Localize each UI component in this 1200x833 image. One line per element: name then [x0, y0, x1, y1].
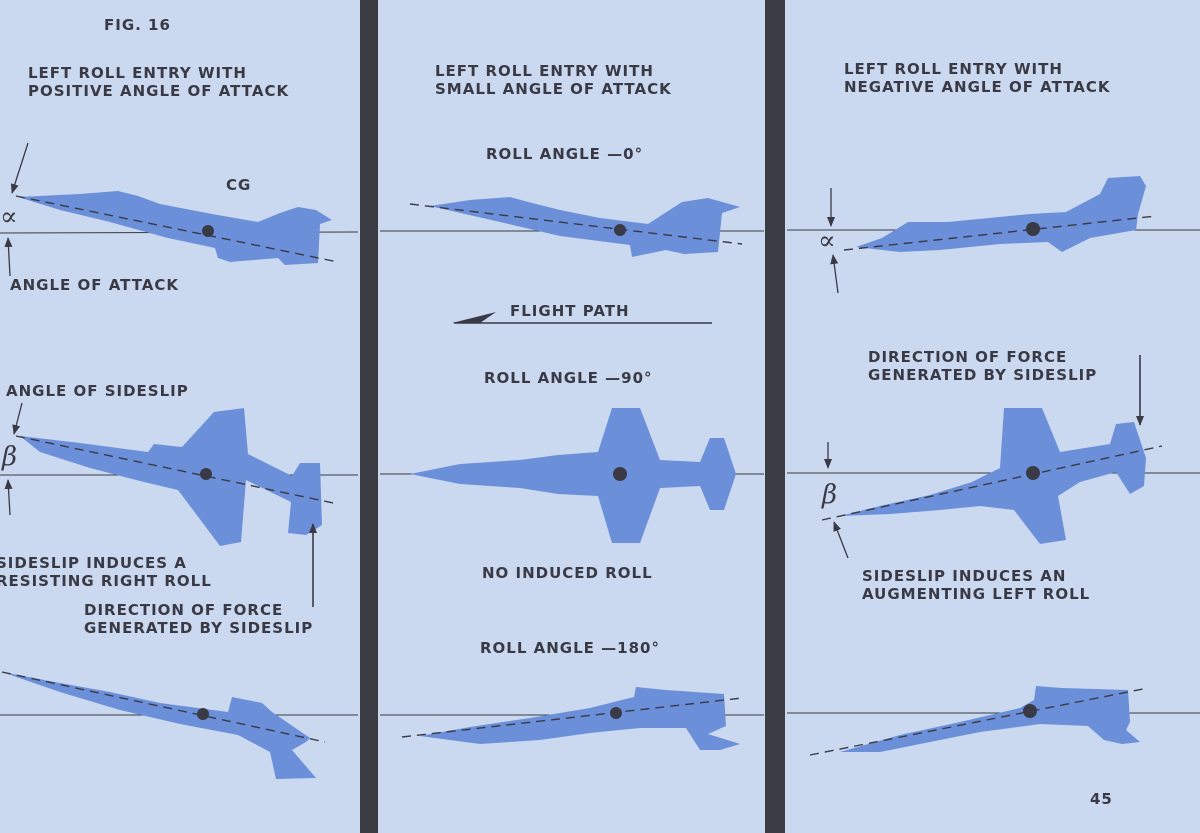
page-number: 45	[1090, 790, 1113, 808]
fuselage-axis-left-180	[1, 671, 326, 743]
cg-marker-center-90	[613, 467, 627, 481]
fuselage-axis-right-0	[843, 215, 1157, 251]
aircraft-side-view-left-0	[18, 191, 332, 265]
flight-path-label: FLIGHT PATH	[510, 302, 630, 320]
beta-symbol-right: β	[822, 480, 838, 510]
right-sideslip-effect: SIDESLIP INDUCES AN AUGMENTING LEFT ROLL	[862, 567, 1091, 603]
flight-path-arrowhead	[452, 312, 496, 323]
cg-marker-center-180	[610, 707, 622, 719]
angle-of-attack-label: ANGLE OF ATTACK	[10, 276, 180, 294]
aircraft-top-view-left-90	[20, 408, 322, 546]
cg-label: CG	[226, 176, 252, 194]
figure-label: FIG. 16	[104, 16, 171, 34]
cg-marker-left-0	[202, 225, 214, 237]
fuselage-axis-right-90	[821, 445, 1163, 521]
cg-marker-right-180	[1023, 704, 1037, 718]
roll-angle-0-label: ROLL ANGLE —0°	[486, 145, 644, 163]
angle-of-sideslip-label: ANGLE OF SIDESLIP	[6, 382, 189, 400]
fuselage-axis-center-180	[401, 697, 743, 738]
no-induced-roll-label: NO INDUCED ROLL	[482, 564, 653, 582]
aircraft-side-view-center-0	[430, 197, 740, 257]
alpha-arrow-top-left	[10, 142, 29, 194]
alpha-symbol-left: ∝	[0, 202, 18, 232]
aircraft-top-view-right-90	[840, 408, 1146, 544]
cg-marker-left-180	[197, 708, 209, 720]
roll-angle-90-label: ROLL ANGLE —90°	[484, 369, 653, 387]
aircraft-side-view-center-180	[420, 687, 740, 750]
cg-marker-center-0	[614, 224, 626, 236]
left-panel-title: LEFT ROLL ENTRY WITH POSITIVE ANGLE OF A…	[28, 64, 290, 100]
alpha-symbol-right: ∝	[818, 226, 836, 256]
fuselage-axis-left-0	[15, 195, 339, 263]
right-panel-title: LEFT ROLL ENTRY WITH NEGATIVE ANGLE OF A…	[844, 60, 1111, 96]
right-force-direction: DIRECTION OF FORCE GENERATED BY SIDESLIP	[868, 348, 1098, 384]
aircraft-side-view-right-0	[856, 176, 1146, 252]
center-panel-title: LEFT ROLL ENTRY WITH SMALL ANGLE OF ATTA…	[435, 62, 672, 98]
fuselage-axis-right-180	[809, 687, 1149, 756]
column-divider-right	[765, 0, 785, 833]
roll-angle-180-label: ROLL ANGLE —180°	[480, 639, 660, 657]
beta-arrow-bottom-left	[4, 479, 13, 516]
beta-arrow-top-left	[12, 402, 23, 435]
aircraft-top-view-center-90	[410, 408, 736, 543]
alpha-arrow-bottom-right	[830, 254, 839, 294]
fuselage-axis-center-0	[409, 203, 743, 245]
fuselage-axis-left-90	[15, 435, 339, 505]
column-divider-left	[360, 0, 378, 833]
aircraft-side-view-left-180	[2, 672, 316, 779]
beta-arrow-bottom-right	[833, 521, 849, 559]
alpha-arrow-bottom-left	[4, 237, 13, 277]
cg-marker-right-0	[1026, 222, 1040, 236]
left-sideslip-effect: SIDESLIP INDUCES A RESISTING RIGHT ROLL	[0, 554, 212, 590]
beta-symbol-left: β	[2, 442, 18, 472]
cg-marker-right-90	[1026, 466, 1040, 480]
cg-marker-left-90	[200, 468, 212, 480]
left-force-direction: DIRECTION OF FORCE GENERATED BY SIDESLIP	[84, 601, 314, 637]
